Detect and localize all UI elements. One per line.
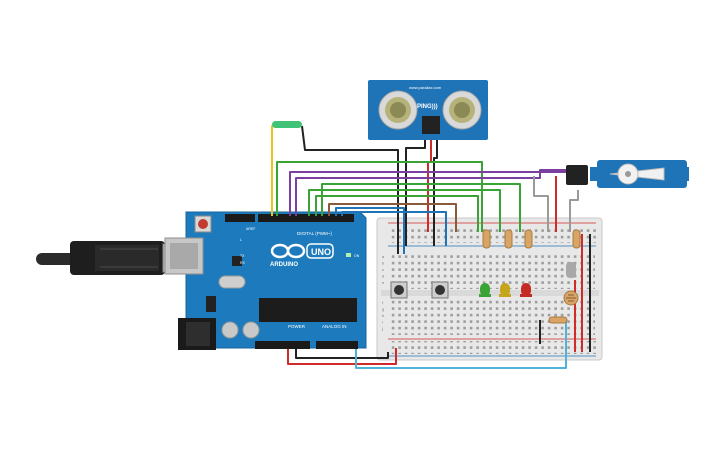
l-led-label: L	[240, 238, 242, 242]
row-letter: i	[382, 320, 383, 325]
board-model: UNO	[311, 247, 331, 257]
row-letter: a	[382, 254, 385, 259]
on-led-label: ON	[354, 254, 360, 258]
power-label: POWER	[288, 324, 306, 329]
arduino-logo-icon	[270, 243, 334, 259]
row-letter: g	[382, 307, 384, 312]
tilt-capsule	[566, 262, 576, 278]
leds-group	[479, 283, 532, 297]
led-red	[520, 283, 532, 297]
row-letter: j	[381, 326, 383, 331]
row-letter: c	[382, 267, 384, 272]
photoresistor	[563, 290, 579, 306]
ping-brand: www.parallax.com	[409, 85, 442, 90]
wires	[271, 125, 591, 369]
led-yellow	[499, 283, 511, 297]
row-letter: f	[382, 300, 384, 305]
row-letter: e	[382, 280, 385, 285]
row-letter: h	[382, 313, 384, 318]
aref-label: AREF	[246, 227, 255, 231]
row-letter: d	[382, 274, 384, 279]
arduino-uno-board: ARDUINO UNO DIGITAL (PWM~) POWER ANALOG …	[164, 211, 367, 350]
rx-led-label: RX	[240, 261, 246, 265]
digital-label: DIGITAL (PWM~)	[297, 231, 332, 236]
row-letter: b	[382, 261, 385, 266]
led-green	[479, 283, 491, 297]
push-button-2	[431, 281, 449, 299]
push-button-1	[390, 281, 408, 299]
analog-label: ANALOG IN	[322, 324, 347, 329]
servo-motor	[566, 160, 689, 188]
resistors	[482, 229, 581, 324]
board-brand: ARDUINO	[270, 262, 298, 268]
breadboard	[376, 217, 603, 361]
ultrasonic-sensor: www.parallax.com PING)))	[368, 80, 488, 140]
tx-led-label: TX	[240, 254, 245, 258]
tilt-sensor	[272, 121, 302, 128]
ping-name: PING)))	[417, 104, 438, 110]
